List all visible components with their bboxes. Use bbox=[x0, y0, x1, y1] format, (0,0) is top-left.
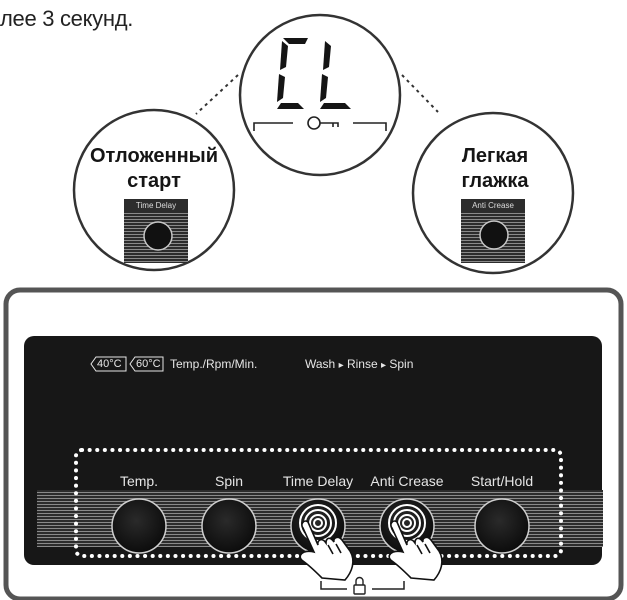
time-delay-button[interactable]: Time Delay bbox=[282, 473, 354, 489]
display-zoom-circle bbox=[238, 13, 402, 177]
control-panel bbox=[3, 287, 624, 600]
hand-icon-right bbox=[388, 520, 443, 581]
hand-icon-left bbox=[299, 520, 354, 581]
temp-button[interactable]: Temp. bbox=[119, 473, 159, 489]
temp-40-label: 40°C bbox=[97, 358, 122, 370]
key-icon bbox=[307, 116, 339, 130]
anti-crease-callout-label: Легкая глажка bbox=[430, 144, 560, 194]
cycle-arrow: ▸ bbox=[380, 360, 387, 371]
anti-crease-button[interactable]: Anti Crease bbox=[370, 473, 444, 489]
display-bracket bbox=[253, 122, 387, 131]
temp-option-40 bbox=[90, 356, 127, 372]
start-hold-button-knob bbox=[474, 498, 530, 554]
temp-option-60 bbox=[129, 356, 164, 372]
callout-line-2: старт bbox=[127, 170, 181, 192]
time-delay-callout-label: Отложенный старт bbox=[74, 144, 234, 194]
lock-icon bbox=[353, 576, 366, 595]
spin-button[interactable]: Spin bbox=[214, 473, 244, 489]
cycle-step-rinse: Rinse bbox=[346, 357, 378, 371]
anti-crease-zoom-circle bbox=[411, 111, 575, 275]
display-cl-segments bbox=[277, 38, 351, 109]
start-hold-button[interactable]: Start/Hold bbox=[470, 473, 534, 489]
time-delay-zoom-caption: Time Delay bbox=[135, 201, 177, 210]
time-delay-zoom-circle bbox=[72, 108, 236, 272]
cycle-arrow: ▸ bbox=[338, 360, 344, 371]
temp-button-knob bbox=[111, 498, 167, 554]
callout-connectors bbox=[195, 74, 439, 115]
cycle-indicator: Wash ▸ Rinse ▸ Spin bbox=[305, 357, 413, 373]
child-lock-bracket bbox=[320, 581, 405, 590]
cycle-step-wash: Wash bbox=[305, 357, 336, 371]
indicator-label: Temp./Rpm/Min. bbox=[170, 357, 258, 371]
callout-line-1: Легкая bbox=[461, 145, 529, 167]
spin-button-knob bbox=[201, 498, 257, 554]
instruction-text: лее 3 секунд. bbox=[0, 6, 134, 31]
temp-60-label: 60°C bbox=[136, 358, 161, 370]
cycle-step-spin: Spin bbox=[389, 357, 414, 371]
anti-crease-zoom-caption: Anti Crease bbox=[472, 201, 514, 210]
callout-line-1: Отложенный bbox=[89, 145, 219, 167]
callout-line-2: глажка bbox=[461, 170, 529, 192]
